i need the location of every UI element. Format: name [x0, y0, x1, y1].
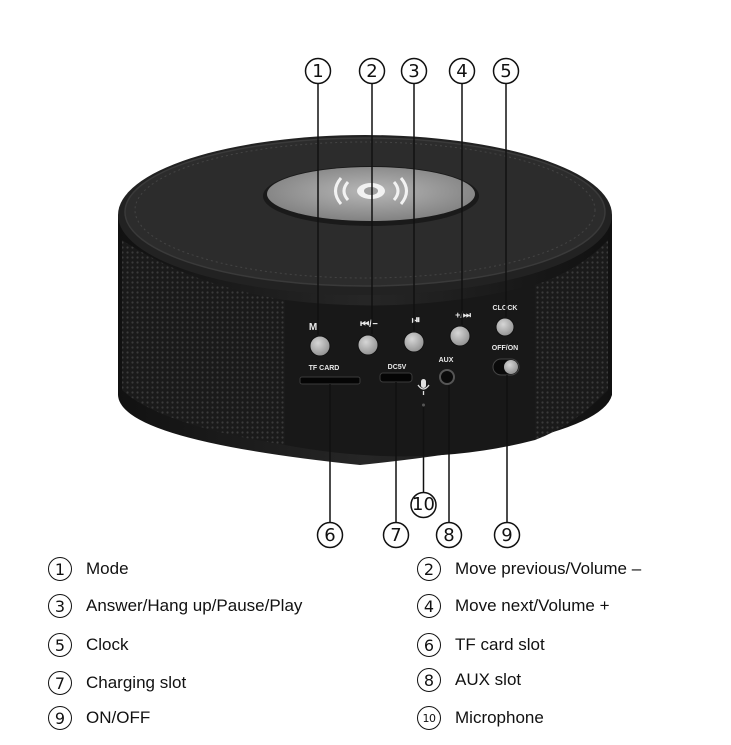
svg-text:1: 1: [312, 61, 323, 82]
legend-label: TF card slot: [455, 635, 545, 654]
legend-number: 10: [417, 706, 441, 730]
legend-item-mode: 1 Mode: [48, 555, 129, 583]
legend-number: 2: [417, 557, 441, 581]
legend-label: Move previous/Volume –: [455, 559, 642, 578]
legend-label: Clock: [86, 635, 129, 654]
callout-5: 5: [492, 57, 520, 85]
callout-4: 4: [448, 57, 476, 85]
svg-text:3: 3: [408, 61, 419, 82]
callout-8: 8: [435, 521, 463, 549]
legend-item-aux-slot: 8 AUX slot: [417, 666, 521, 694]
mode-button[interactable]: [309, 335, 331, 357]
callout-3: 3: [400, 57, 428, 85]
legend-label: Move next/Volume +: [455, 596, 610, 615]
microphone-icon: [417, 379, 430, 395]
wireless-charging-icon: [334, 177, 408, 205]
tf-card-slot[interactable]: [299, 376, 361, 385]
next-volume-up-button[interactable]: [449, 325, 471, 347]
legend-number: 3: [48, 594, 72, 618]
callout-10: 10: [410, 491, 437, 519]
label-offon: OFF/ON: [492, 345, 518, 352]
legend-item-clock: 5 Clock: [48, 631, 129, 659]
legend-item-previous-volume-down: 2 Move previous/Volume –: [417, 555, 641, 583]
legend-number: 5: [48, 633, 72, 657]
svg-text:5: 5: [500, 61, 511, 82]
legend-item-charging-slot: 7 Charging slot: [48, 669, 186, 697]
label-aux: AUX: [439, 357, 454, 364]
svg-text:9: 9: [501, 525, 512, 546]
legend-number: 7: [48, 671, 72, 695]
legend-label: AUX slot: [455, 670, 522, 689]
legend-label: Charging slot: [86, 673, 187, 692]
label-play: ⏯: [412, 314, 421, 326]
on-off-switch[interactable]: [492, 358, 520, 376]
legend-item-answer-play: 3 Answer/Hang up/Pause/Play: [48, 592, 302, 620]
legend-item-tf-card-slot: 6 TF card slot: [417, 631, 545, 659]
label-mode: M: [309, 322, 317, 333]
legend-label: Answer/Hang up/Pause/Play: [86, 596, 303, 615]
svg-text:2: 2: [366, 61, 377, 82]
svg-text:7: 7: [390, 525, 401, 546]
label-dc5v: DC5V: [388, 364, 407, 371]
leader-lines: [317, 84, 508, 522]
svg-text:10: 10: [412, 494, 435, 515]
label-next: +/⏭: [455, 310, 472, 320]
clock-button[interactable]: [495, 317, 515, 337]
charging-pad: [263, 166, 479, 226]
legend-label: Microphone: [455, 708, 544, 727]
callout-2: 2: [358, 57, 386, 85]
previous-volume-down-button[interactable]: [357, 334, 379, 356]
svg-text:4: 4: [456, 61, 467, 82]
legend-number: 9: [48, 706, 72, 730]
legend-number: 8: [417, 668, 441, 692]
legend-number: 1: [48, 557, 72, 581]
microphone-hole: [422, 403, 425, 407]
legend-label: ON/OFF: [86, 708, 151, 727]
svg-text:6: 6: [324, 525, 335, 546]
legend-item-microphone: 10 Microphone: [417, 704, 544, 732]
legend-number: 6: [417, 633, 441, 657]
dc5v-charging-slot[interactable]: [379, 372, 413, 383]
label-prev: ⏮/−: [360, 319, 378, 330]
play-pause-button[interactable]: [403, 331, 425, 353]
label-tf-card: TF CARD: [309, 365, 340, 372]
callout-9: 9: [493, 521, 521, 549]
legend-label: Mode: [86, 559, 129, 578]
callout-7: 7: [382, 521, 410, 549]
aux-slot[interactable]: [439, 369, 455, 385]
label-clock: CLOCK: [493, 305, 518, 312]
svg-text:8: 8: [443, 525, 454, 546]
callout-1: 1: [304, 57, 332, 85]
legend-item-next-volume-up: 4 Move next/Volume +: [417, 592, 610, 620]
callout-6: 6: [316, 521, 344, 549]
legend-item-on-off: 9 ON/OFF: [48, 704, 150, 732]
legend-number: 4: [417, 594, 441, 618]
